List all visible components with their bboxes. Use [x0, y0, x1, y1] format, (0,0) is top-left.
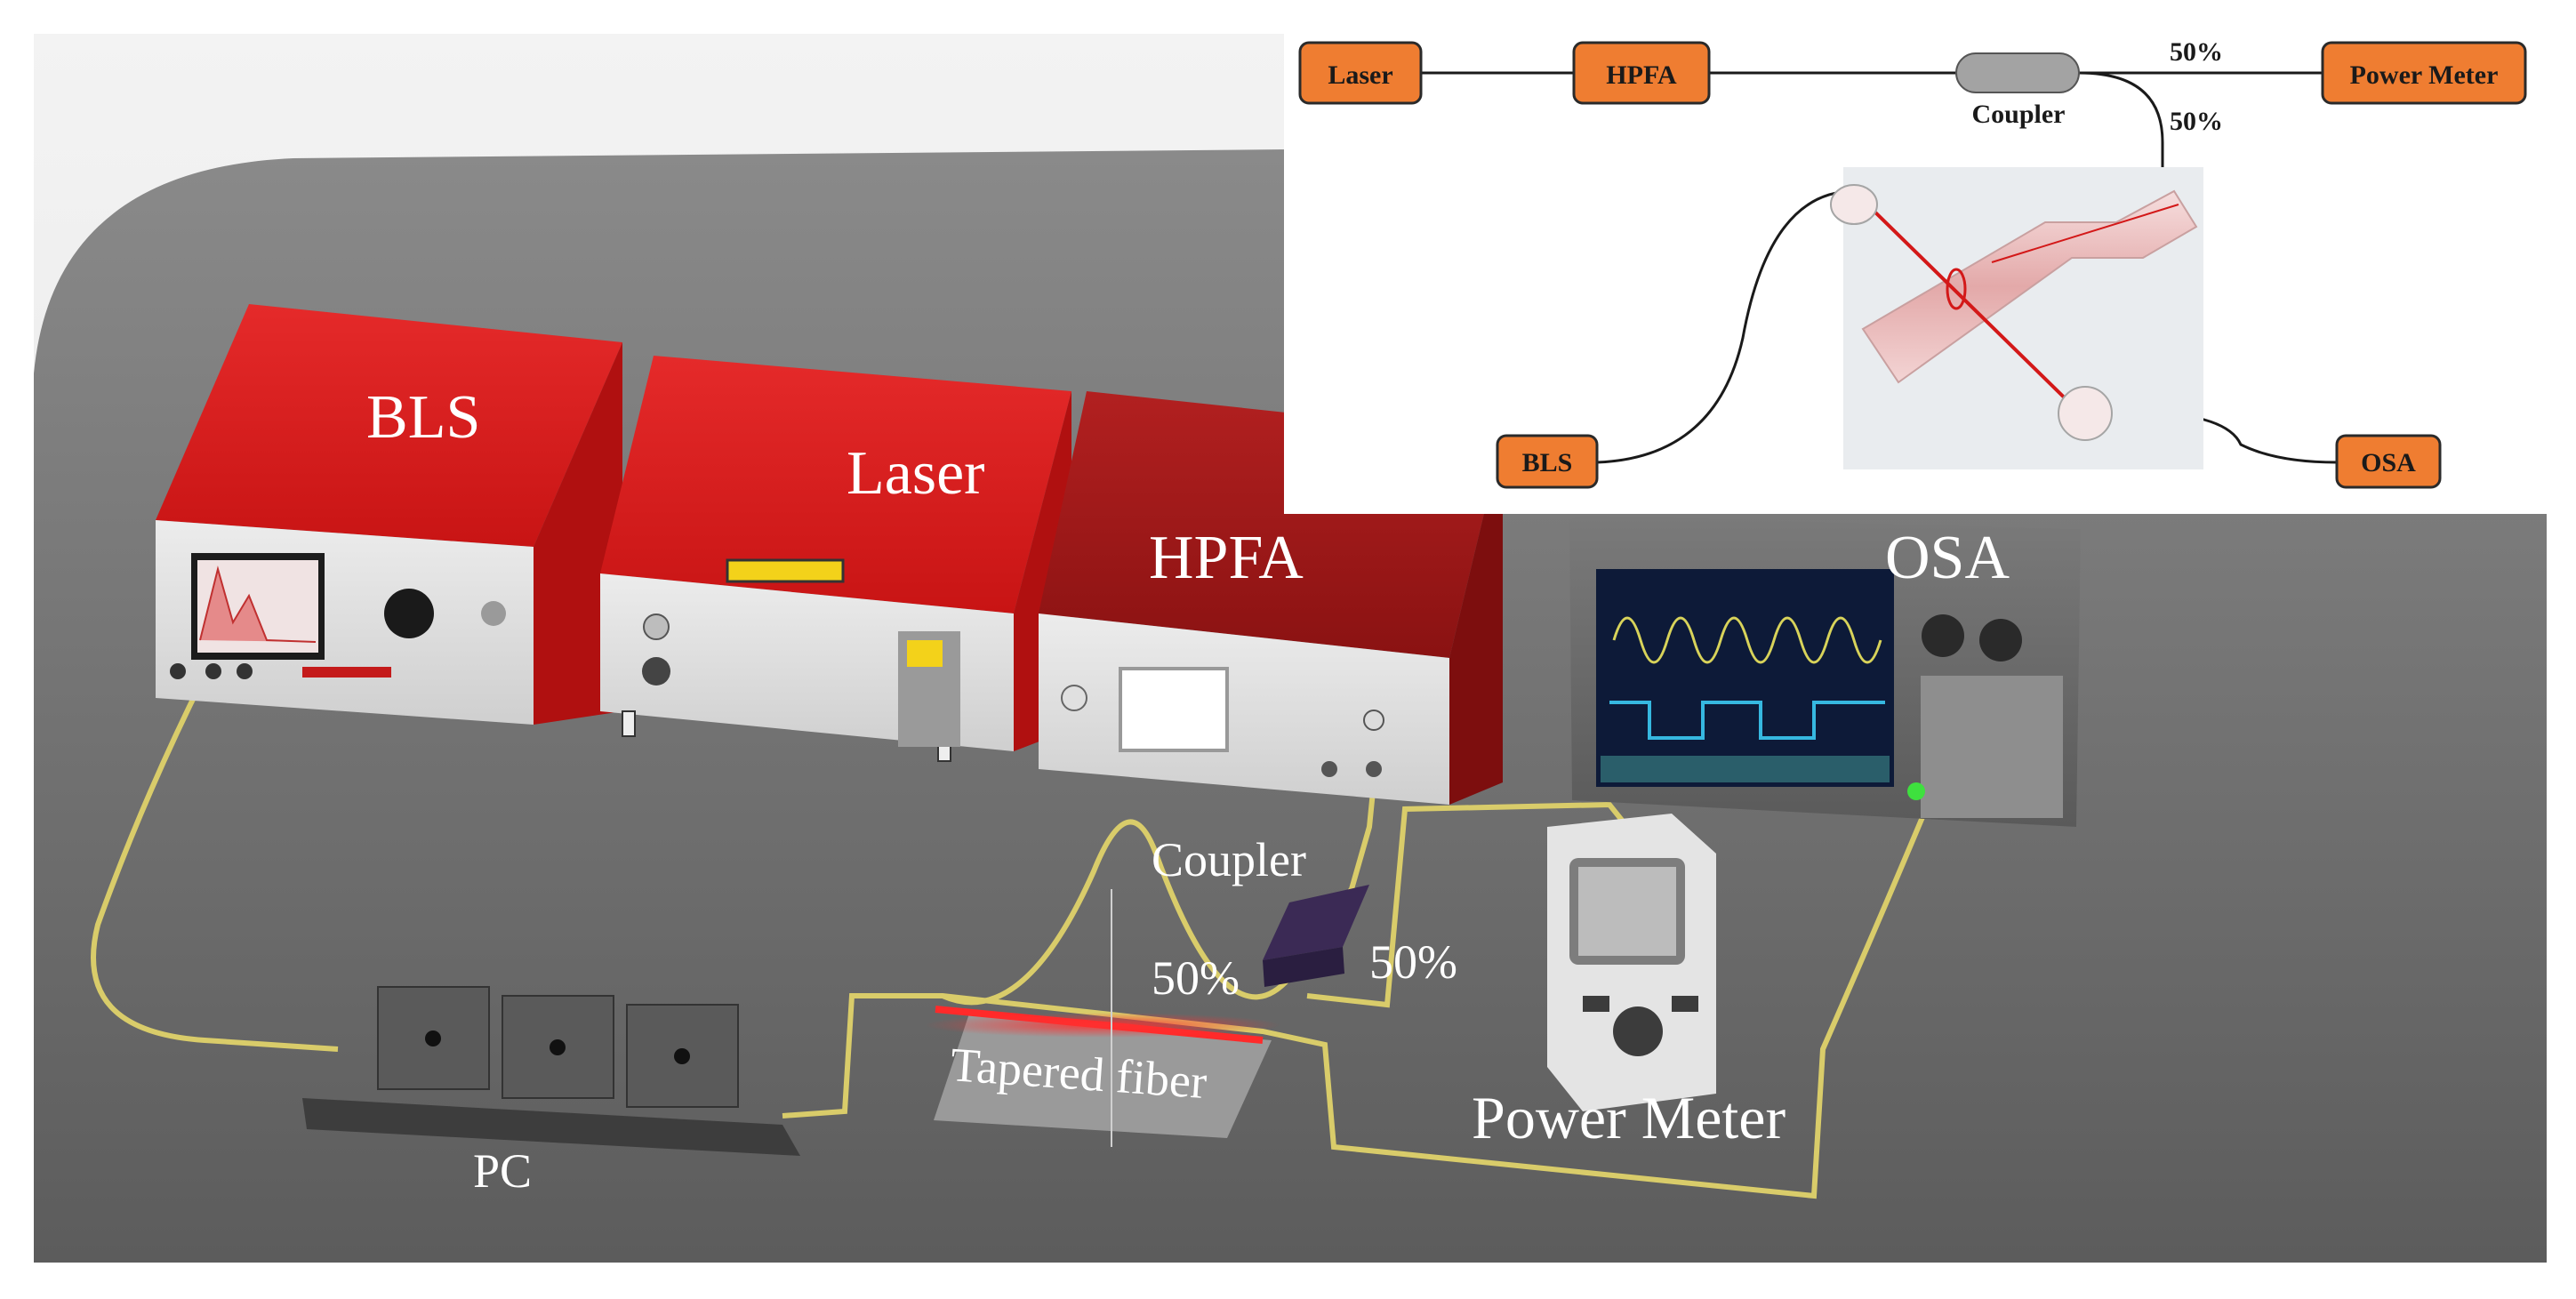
inset-box-hpfa	[1572, 41, 1711, 105]
bls-knob	[384, 589, 434, 638]
laser-device	[600, 356, 1071, 762]
inset-label-bls: BLS	[1522, 448, 1573, 477]
inset-box-osa	[2335, 434, 2442, 489]
hpfa-display	[1119, 667, 1229, 752]
inset-box-bls	[1496, 434, 1599, 489]
osa-screen	[1596, 569, 1894, 787]
osa-device	[1569, 516, 2081, 827]
inset-label-hpfa: HPFA	[1606, 60, 1677, 90]
tapered-fiber-stage	[925, 889, 1280, 1147]
inset-box-power-meter	[2321, 41, 2527, 105]
inset-box-laser	[1298, 41, 1423, 105]
label-bls: BLS	[366, 383, 480, 452]
label-split-right: 50%	[1369, 935, 1457, 989]
coupler-device	[1263, 885, 1369, 987]
label-hpfa: HPFA	[1149, 524, 1304, 592]
bls-device	[156, 304, 622, 725]
label-coupler: Coupler	[1152, 833, 1306, 886]
label-laser: Laser	[847, 439, 984, 508]
inset-label-split-down: 50%	[2170, 107, 2223, 136]
inset-label-split-top: 50%	[2170, 37, 2223, 67]
label-pc: PC	[473, 1144, 532, 1198]
label-split-left: 50%	[1152, 951, 1240, 1005]
inset-label-laser: Laser	[1328, 60, 1392, 90]
label-osa: OSA	[1885, 524, 2010, 592]
inset-label-power-meter: Power Meter	[2350, 60, 2499, 90]
inset-label-coupler: Coupler	[1972, 100, 2066, 129]
label-power-meter: Power Meter	[1472, 1084, 1786, 1151]
bls-brand-plate	[302, 667, 391, 678]
power-meter-device	[1547, 814, 1716, 1111]
inset-tapered-fiber	[1830, 167, 2203, 469]
polarization-controller	[302, 986, 800, 1156]
inset-coupler-shape	[1955, 52, 2080, 93]
inset-label-osa: OSA	[2361, 448, 2416, 477]
inset-schematic: Laser HPFA Coupler Power Meter 50% 50% B…	[1284, 0, 2576, 514]
laser-warning-label	[726, 558, 845, 583]
